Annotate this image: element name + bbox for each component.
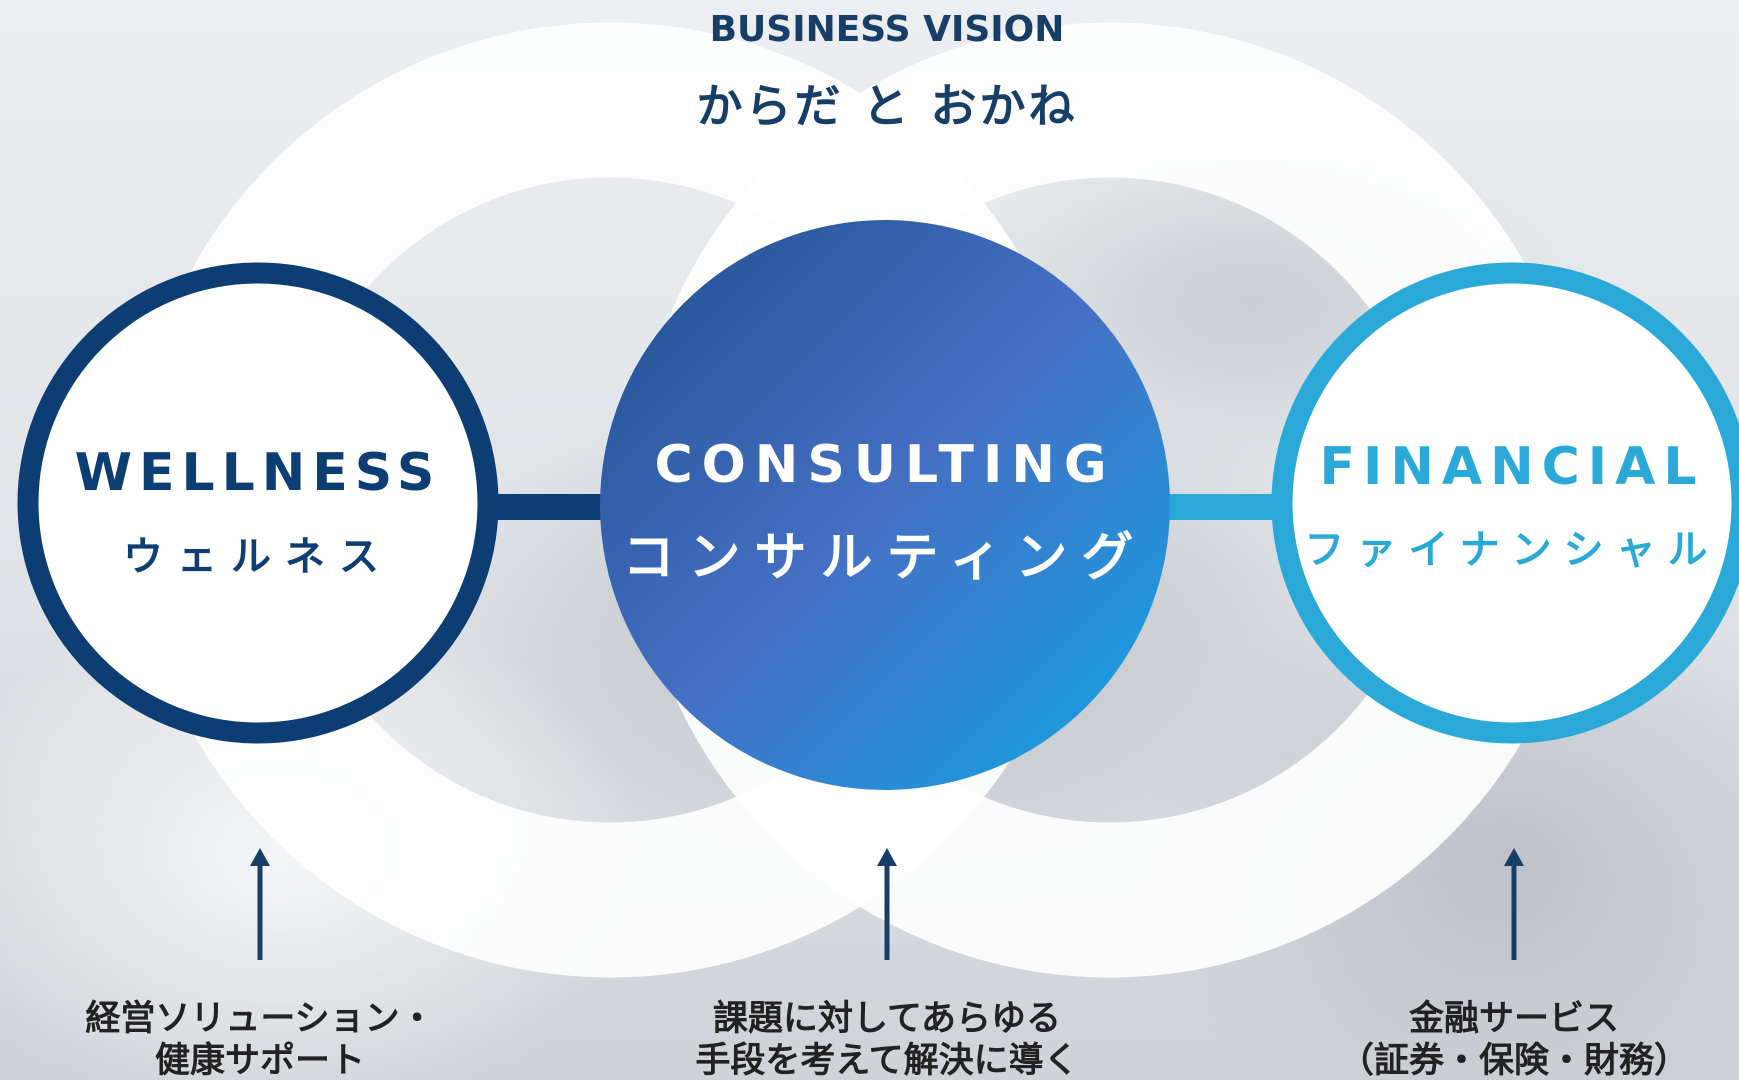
- wellness-circle: [17, 262, 499, 744]
- arrow-up-icon: [250, 848, 270, 866]
- financial-subtitle: ファイナンシャル: [1304, 527, 1719, 573]
- wellness-description-line1: 経営ソリューション・: [85, 999, 434, 1039]
- consulting-subtitle: コンサルティング: [623, 528, 1148, 588]
- consulting-circle: [600, 220, 1170, 790]
- consulting-title: CONSULTING: [654, 435, 1115, 495]
- consulting-description-line2: 手段を考えて解決に導く: [695, 1040, 1078, 1080]
- arrow-up-icon: [877, 848, 897, 866]
- connector-right: [1160, 494, 1280, 520]
- financial-title: FINANCIAL: [1319, 437, 1704, 497]
- arrow-wellness: [250, 848, 270, 960]
- header-subtitle: からだ と おかね: [696, 79, 1077, 133]
- financial-description-line1: 金融サービス: [1408, 998, 1619, 1039]
- arrow-consulting: [877, 848, 897, 960]
- header-title: BUSINESS VISION: [710, 9, 1065, 50]
- wellness-description-line2: 健康サポート: [155, 1040, 365, 1080]
- arrow-up-icon: [1504, 848, 1524, 866]
- financial-description-line2: （証券・保険・財務）: [1339, 1041, 1689, 1080]
- consulting-description-line1: 課題に対してあらゆる: [713, 999, 1061, 1039]
- financial-circle: [1271, 262, 1739, 744]
- wellness-subtitle: ウェルネス: [123, 534, 393, 580]
- wellness-title: WELLNESS: [75, 443, 442, 503]
- arrow-financial: [1504, 848, 1524, 960]
